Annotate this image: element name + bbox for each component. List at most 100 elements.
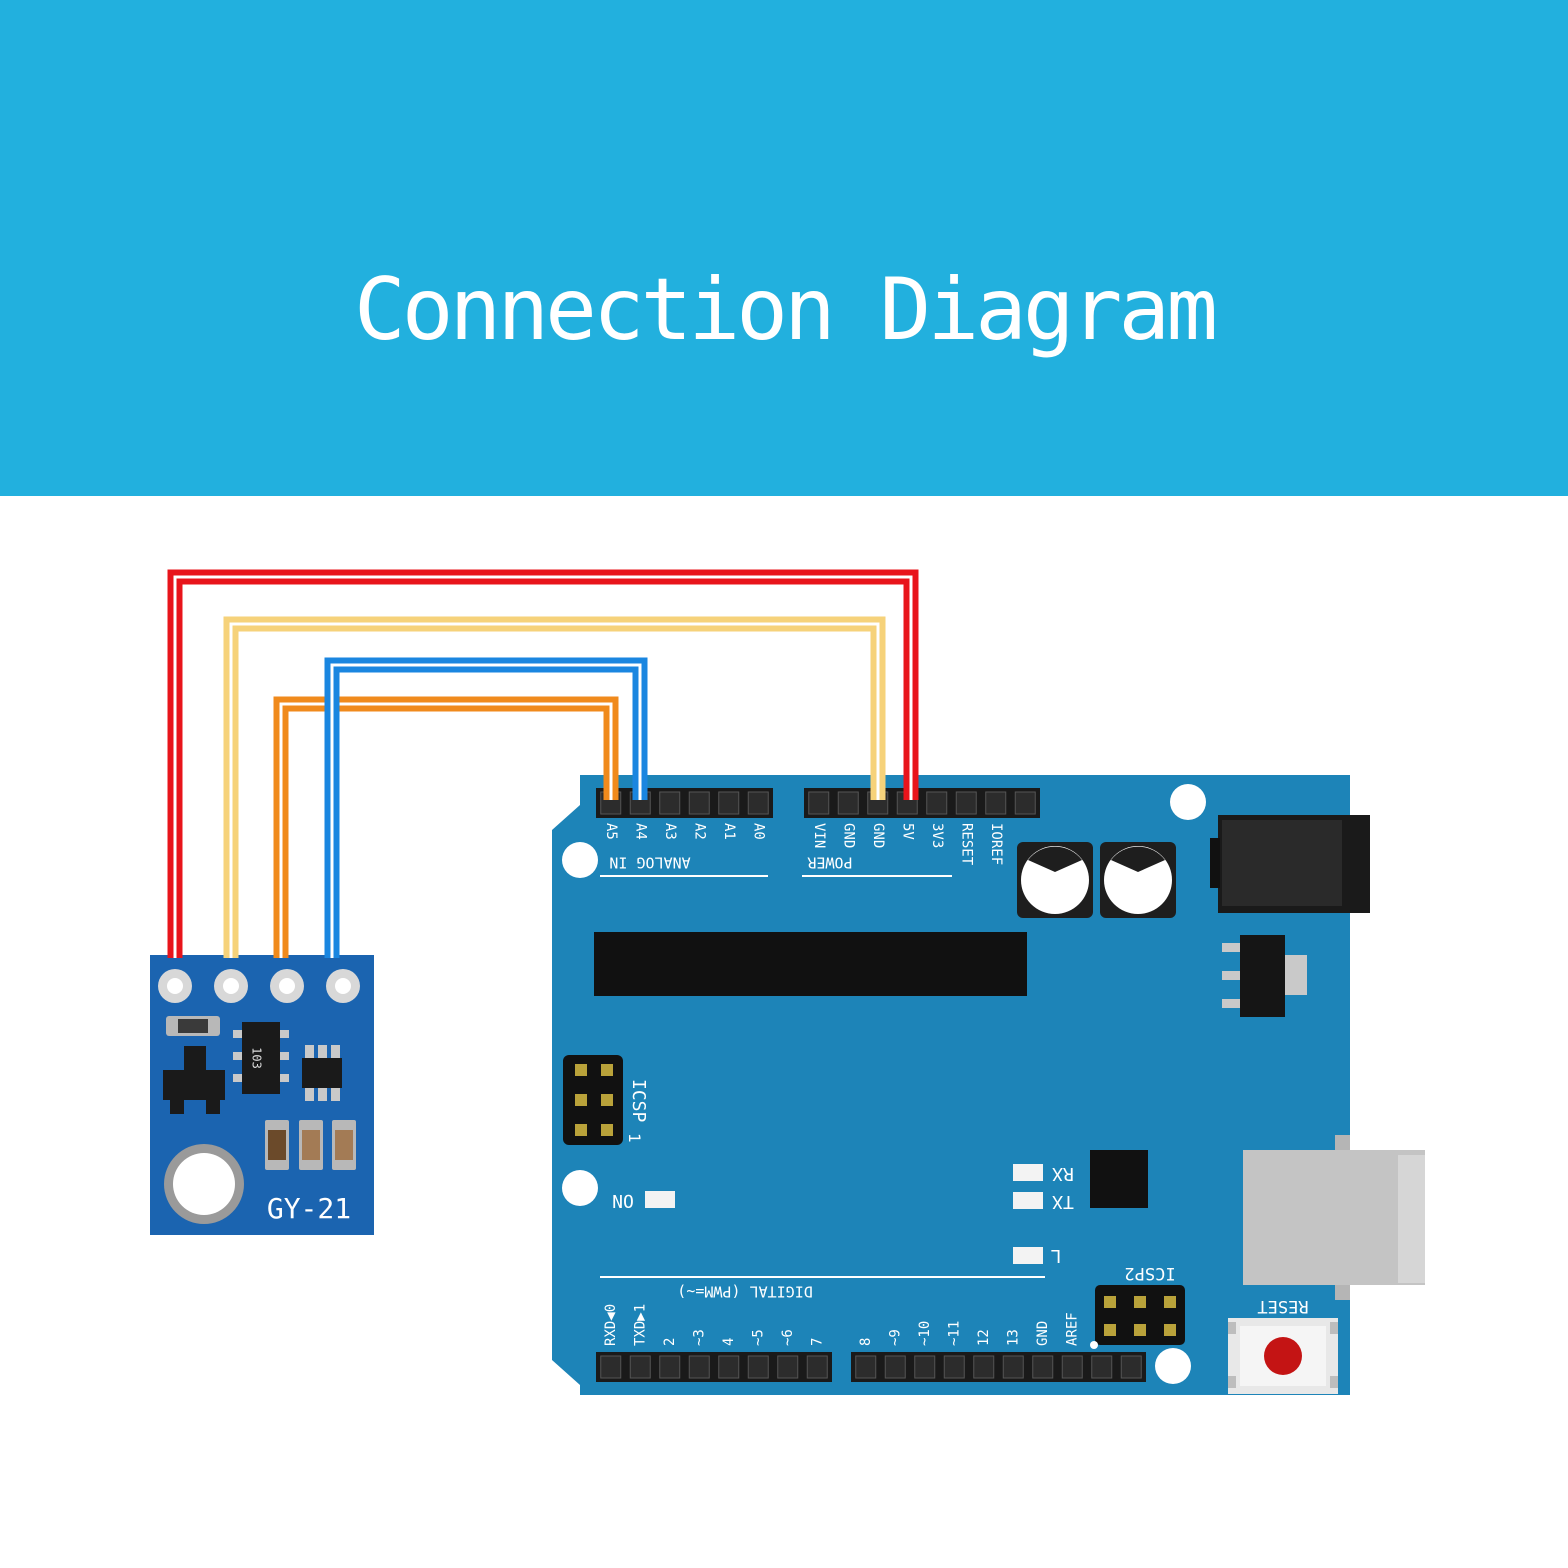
rx-led [1013,1164,1043,1181]
chip-marking: 103 [250,1047,264,1069]
pin-label: AREF [1065,1312,1081,1346]
digital-header-right [851,1352,1146,1382]
pin-label: GND [1035,1321,1051,1346]
l-led [1013,1247,1043,1264]
header-banner [0,0,1568,496]
pin-socket [1032,1355,1054,1379]
pin-label: VIN [811,823,827,848]
pin-label: 2 [662,1338,678,1346]
reset-label: RESET [1257,1296,1308,1316]
tx-led [1013,1192,1043,1209]
l-label: L [1050,1245,1061,1266]
pin-socket [806,1355,828,1379]
pin-socket [600,1355,622,1379]
pin-socket [688,791,710,815]
pin-socket [914,1355,936,1379]
pin-label: ~9 [888,1329,904,1346]
pin-label: ~3 [692,1329,708,1346]
pin-label: TXD▶1 [633,1304,649,1346]
pin-socket [1002,1355,1024,1379]
pin-socket [926,791,948,815]
mounting-hole [562,842,598,878]
pin-socket [659,1355,681,1379]
pin-label: 7 [810,1338,826,1346]
pin-label: A2 [692,823,708,840]
small-ic [302,1045,342,1101]
power-label: POWER [806,854,852,872]
capacitor [1017,842,1093,918]
sensor-label: GY-21 [267,1192,351,1225]
pin-label: A5 [603,823,619,840]
pin-socket [688,1355,710,1379]
reset-button[interactable] [1228,1318,1338,1394]
wire-highlight [330,663,642,958]
gy21-sensor-module: 103 GY-21 [150,955,374,1235]
wire-highlight [229,622,880,958]
pin-label: A1 [721,823,737,840]
on-led [645,1191,675,1208]
icsp2-label: ICSP2 [1124,1263,1175,1283]
pin-socket [855,1355,877,1379]
pin-socket [1014,791,1036,815]
sensor-pin-holes [158,969,360,1003]
icsp2-header [1090,1285,1185,1349]
pin-socket [837,791,859,815]
pin-socket [955,791,977,815]
pin-socket [973,1355,995,1379]
pin-label: RESET [959,823,975,866]
regulator-chip [163,1046,225,1114]
mounting-hole [562,1170,598,1206]
page-title: Connection Diagram [354,260,1218,360]
pin-label: 5V [900,823,916,840]
pin-label: ~11 [947,1321,963,1346]
pin-label: ~6 [780,1329,796,1346]
microcontroller-chip [594,932,1027,996]
pin-label: A4 [633,823,649,840]
pin-socket [629,1355,651,1379]
pin-socket [659,791,681,815]
pin-socket [1091,1355,1113,1379]
pin-label: GND [841,823,857,848]
pin-label: 3V3 [929,823,945,848]
usb-connector [1243,1135,1425,1300]
wire-highlight [279,702,613,958]
pin-socket [747,1355,769,1379]
wire-highlight [173,575,913,958]
mounting-hole [1155,1348,1191,1384]
on-led-label: ON [612,1190,634,1211]
power-header [804,788,1040,818]
pin-label: ~10 [917,1321,933,1346]
pin-socket [943,1355,965,1379]
smd-capacitors [265,1120,356,1170]
capacitor [1100,842,1176,918]
power-jack [1210,815,1370,913]
pin-socket [985,791,1007,815]
icsp-header [563,1055,623,1145]
pin-label: 8 [858,1338,874,1346]
pin-socket [884,1355,906,1379]
pin-socket [1120,1355,1142,1379]
pin-label: RXD◀0 [603,1304,619,1346]
pin-socket [718,1355,740,1379]
pin-label: A0 [751,823,767,840]
pin-label: 12 [976,1329,992,1346]
wires [167,569,919,958]
pin-socket [777,1355,799,1379]
digital-label: DIGITAL (PWM=~) [677,1283,812,1301]
pin-label: IOREF [988,823,1004,865]
usb-chip [1090,1150,1148,1208]
sensor-chip: 103 [233,1022,289,1094]
tx-label: TX [1052,1191,1074,1212]
rx-label: RX [1052,1163,1074,1184]
pin-label: ~5 [751,1329,767,1346]
voltage-regulator [1222,935,1307,1017]
pin-socket [747,791,769,815]
analog-header [596,788,773,818]
digital-header-left [596,1352,832,1382]
arduino-board: ICSP 1 ON RX TX L RESET [552,775,1425,1395]
pin-header-body [596,788,773,818]
